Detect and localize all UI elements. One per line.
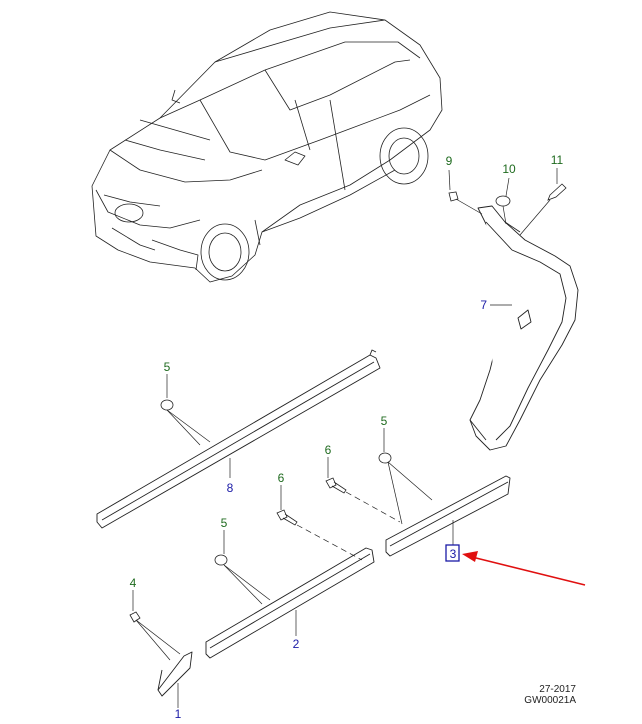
callout-5c: 5 [221,516,228,530]
bolt-6b [276,509,298,526]
callout-5a: 5 [164,360,171,374]
callout-1: 1 [175,707,182,721]
part-7-wheel-arch-moulding [469,205,579,451]
callout-8: 8 [227,481,234,495]
part-1-front-end-cap [157,651,193,697]
callout-6a: 6 [325,443,332,457]
clip-5c [214,554,228,566]
bolt-6a [325,477,347,494]
vehicle-illustration [91,11,443,283]
callout-9: 9 [446,154,453,168]
callout-5b: 5 [381,414,388,428]
clip-5a [160,399,174,411]
callout-3: 3 [450,547,457,561]
callout-6b: 6 [278,471,285,485]
drawing-reference: 27-2017 GW00021A [524,684,576,706]
part-8-upper-sill-moulding [96,349,381,529]
clip-11 [547,183,567,201]
callout-labels: 1 2 3 4 5 5 5 6 6 7 8 9 10 11 [130,153,564,721]
drawing-id: GW00021A [524,695,576,706]
red-pointer-arrow [462,551,586,586]
clip-9 [448,191,459,202]
callout-10: 10 [502,162,516,176]
callout-3-highlight-box [445,544,460,562]
clip-5b [378,452,392,464]
leader-lines [132,168,558,708]
callout-11: 11 [551,153,564,167]
callout-7: 7 [480,298,487,312]
clip-10 [495,195,511,207]
callout-4: 4 [130,576,137,590]
clip-4 [129,611,141,623]
part-2-middle-sill-moulding [205,547,375,659]
callout-2: 2 [293,637,300,651]
drawing-date: 27-2017 [539,684,576,695]
part-3-rear-sill-moulding [385,475,511,557]
